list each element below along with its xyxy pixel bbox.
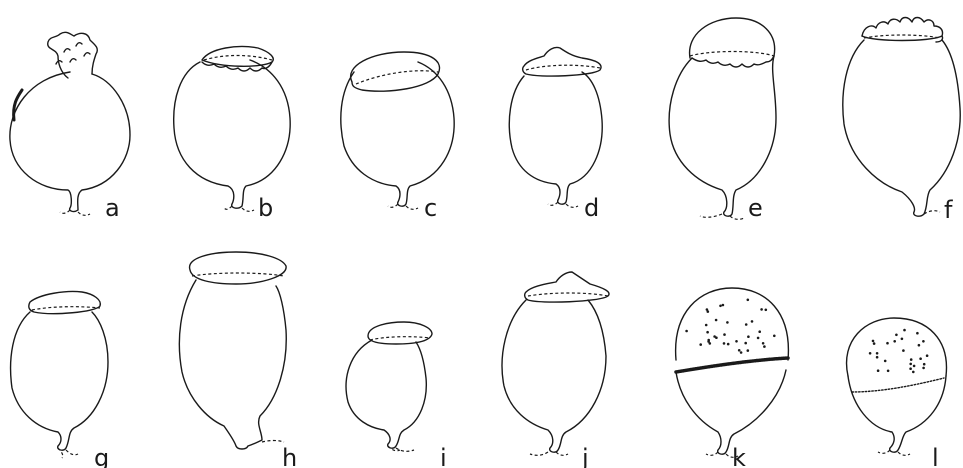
figure-j: j [502,272,609,468]
stipple-dot [886,342,889,345]
stipple-dot [765,309,768,312]
stipple-dot [722,304,725,307]
figure-label-g: g [94,444,109,468]
figure-label-i: i [440,444,447,468]
stipple-dot [738,349,741,352]
figure-label-e: e [748,194,763,222]
stipple-dot [685,330,688,333]
stipple-dot [745,323,748,326]
stipple-dot [751,320,754,323]
figure-label-h: h [282,444,297,468]
stipple-dot [887,370,890,373]
stipple-dot [872,340,875,343]
stipple-dot [909,367,912,370]
figure-label-f: f [944,196,953,224]
stipple-dot [705,324,708,327]
stipple-dot [726,321,729,324]
stipple-dot [926,354,929,357]
stipple-dot [910,358,913,361]
figure-i: i [346,322,447,468]
figure-label-c: c [424,194,437,222]
stipple-dot [715,319,718,322]
figure-f: f [843,18,960,225]
stipple-dot [902,349,905,352]
stipple-dot [918,344,921,347]
stipple-dot [877,369,880,372]
stipple-dot [922,340,925,343]
figure-label-a: a [105,194,120,222]
stipple-dot [757,337,760,340]
stipple-dot [762,342,765,345]
stipple-dot [727,343,730,346]
stipple-dot [760,308,763,311]
figure-l: l [847,318,947,468]
stipple-dot [747,299,750,302]
figure-label-l: l [932,444,939,468]
figure-a: a [10,32,130,222]
figure-label-d: d [584,194,599,222]
stipple-dot [699,343,702,346]
stipple-dot [869,352,872,355]
figure-label-b: b [258,194,273,222]
figure-g: g [11,291,110,468]
stipple-dot [723,342,726,345]
figure-label-k: k [732,444,746,468]
stipple-dot [922,367,925,370]
stipple-dot [873,342,876,345]
figure-b: b [174,47,290,223]
stipple-dot [876,356,879,359]
stipple-dot [913,365,916,368]
stipple-dot [916,332,919,335]
stipple-dot [923,363,926,366]
figure-d: d [509,47,602,222]
stipple-dot [893,340,896,343]
stipple-dot [876,352,879,355]
stipple-dot [719,305,722,308]
figure-c: c [341,52,454,222]
stipple-dot [740,351,743,354]
stipple-dot [747,349,750,352]
stipple-dot [763,345,766,348]
stipple-dot [895,334,898,337]
stipple-dot [706,331,709,334]
figure-h: h [179,252,297,468]
stipple-dot [747,335,750,338]
stipple-dot [706,308,709,311]
stipple-dot [713,335,716,338]
figure-label-j: j [581,444,589,468]
stipple-dot [744,342,747,345]
stipple-dot [912,371,915,374]
stipple-dot [919,357,922,360]
stipple-dot [735,340,738,343]
stipple-dot [909,363,912,366]
figure-k: k [676,288,789,468]
stipple-dot [723,333,726,336]
stipple-dot [884,360,887,363]
stipple-dot [901,338,904,341]
stipple-dot [758,330,761,333]
stipple-dot [773,335,776,338]
stipple-dot [903,329,906,332]
figure-e: e [669,18,776,222]
stipple-dot [707,339,710,342]
